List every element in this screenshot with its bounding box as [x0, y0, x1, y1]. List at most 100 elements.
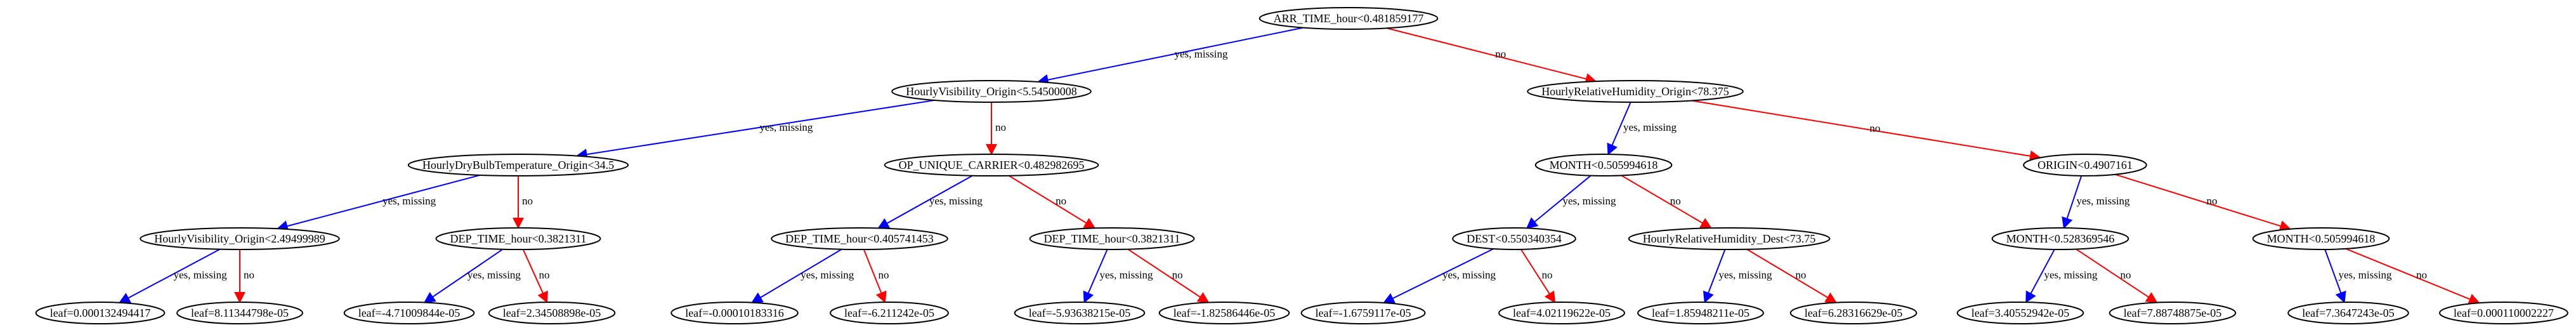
node-label: leaf=-5.93638215e-05 — [1029, 307, 1131, 319]
edge-arrow — [2025, 249, 2055, 303]
node-ellipse — [1956, 302, 2084, 324]
edge-label: yes, missing — [1623, 121, 1677, 133]
edge-arrow — [1083, 249, 1108, 303]
edge-label: yes, missing — [1718, 269, 1772, 281]
edge-arrow — [2062, 175, 2082, 229]
yes-edge: yes, missing — [276, 174, 480, 232]
leaf-node: leaf=3.40552942e-05 — [1956, 302, 2084, 324]
edge-arrow — [2076, 248, 2158, 303]
yes-edge: yes, missing — [1526, 175, 1616, 229]
node-ellipse — [2439, 302, 2568, 324]
node-ellipse — [670, 302, 799, 324]
edge-arrow — [2115, 173, 2292, 232]
edge-arrow — [1382, 248, 1494, 303]
node-label: DEP_TIME_hour<0.405741453 — [785, 232, 934, 245]
edge-label: no — [2416, 269, 2427, 281]
node-ellipse — [1029, 227, 1195, 250]
edge-arrow — [2345, 248, 2481, 305]
edge-label: yes, missing — [1442, 269, 1496, 281]
yes-edge: yes, missing — [1083, 249, 1153, 303]
no-edge: no — [2115, 173, 2292, 232]
edge-arrow — [423, 248, 504, 303]
node-ellipse — [1300, 302, 1426, 324]
leaf-node: leaf=-6.211242e-05 — [830, 302, 949, 324]
yes-edge: yes, missing — [1703, 249, 1772, 303]
edge-label: yes, missing — [174, 269, 228, 281]
edge-arrow — [1387, 27, 1597, 84]
edge-label: yes, missing — [1174, 48, 1228, 60]
node-label: MONTH<0.528369546 — [2006, 232, 2115, 245]
node-label: leaf=4.02119622e-05 — [1513, 307, 1611, 319]
node-label: leaf=1.85948211e-05 — [1652, 307, 1749, 319]
node-label: ORIGIN<0.4907161 — [2037, 159, 2133, 171]
yes-edge: yes, missing — [877, 175, 983, 229]
node-ellipse — [35, 302, 166, 324]
node-ellipse — [771, 227, 948, 250]
yes-edge: yes, missing — [118, 248, 228, 303]
no-edge: no — [863, 249, 889, 303]
edge-arrow — [1008, 175, 1096, 229]
edge-label: yes, missing — [1562, 195, 1616, 207]
split-node: DEP_TIME_hour<0.405741453 — [771, 227, 948, 250]
leaf-node: leaf=0.000132494417 — [35, 302, 166, 324]
node-label: leaf=-0.00010183316 — [685, 307, 784, 319]
split-node: DEP_TIME_hour<0.3821311 — [435, 227, 601, 250]
split-node: DEP_TIME_hour<0.3821311 — [1029, 227, 1195, 250]
node-ellipse — [2252, 227, 2390, 250]
edge-arrow — [1520, 249, 1556, 303]
leaf-node: leaf=-0.00010183316 — [670, 302, 799, 324]
yes-edge: yes, missing — [750, 248, 854, 303]
split-node: MONTH<0.505994618 — [1534, 154, 1673, 176]
no-edge: no — [234, 249, 254, 303]
node-label: leaf=6.28316629e-05 — [1805, 307, 1903, 319]
node-ellipse — [830, 302, 949, 324]
node-label: leaf=-4.71009844e-05 — [358, 307, 461, 319]
node-label: HourlyRelativeHumidity_Origin<78.375 — [1541, 85, 1729, 98]
edge-label: yes, missing — [2339, 269, 2393, 281]
edge-label: yes, missing — [1099, 269, 1153, 281]
leaf-node: leaf=6.28316629e-05 — [1789, 302, 1918, 324]
split-node: MONTH<0.505994618 — [2252, 227, 2390, 250]
leaf-node: leaf=-1.6759117e-05 — [1300, 302, 1426, 324]
node-label: leaf=2.34508898e-05 — [503, 307, 601, 319]
node-label: leaf=0.000110002227 — [2454, 307, 2554, 319]
leaf-node: leaf=1.85948211e-05 — [1637, 302, 1764, 324]
node-label: leaf=-1.6759117e-05 — [1316, 307, 1411, 319]
edge-arrow — [575, 99, 935, 161]
node-label: HourlyDryBulbTemperature_Origin<34.5 — [422, 159, 614, 171]
node-ellipse — [2109, 302, 2237, 324]
node-ellipse — [435, 227, 601, 250]
yes-edge: yes, missing — [2062, 175, 2130, 229]
node-ellipse — [1991, 227, 2129, 250]
node-ellipse — [1637, 302, 1764, 324]
nodes-layer: ARR_TIME_hour<0.481859177HourlyVisibilit… — [35, 7, 2568, 324]
yes-edge: yes, missing — [1607, 102, 1677, 156]
node-label: MONTH<0.505994618 — [2267, 232, 2376, 245]
split-node: ARR_TIME_hour<0.481859177 — [1259, 7, 1439, 30]
split-node: OP_UNIQUE_CARRIER<0.482982695 — [884, 154, 1099, 176]
edge-label: no — [1172, 269, 1183, 281]
edge-label: no — [1869, 122, 1880, 134]
no-edge: no — [1008, 175, 1096, 229]
leaf-node: leaf=-5.93638215e-05 — [1014, 302, 1146, 324]
edge-arrow — [1127, 248, 1210, 303]
edge-label: yes, missing — [929, 195, 983, 207]
node-ellipse — [343, 302, 475, 324]
node-ellipse — [1014, 302, 1146, 324]
edge-arrow — [877, 175, 973, 229]
node-ellipse — [176, 302, 303, 324]
no-edge: no — [1746, 248, 1838, 303]
node-label: DEP_TIME_hour<0.3821311 — [450, 232, 587, 245]
node-label: HourlyRelativeHumidity_Dest<73.75 — [1643, 232, 1816, 245]
no-edge: no — [2345, 248, 2481, 305]
node-label: leaf=-6.211242e-05 — [844, 307, 934, 319]
node-label: leaf=0.000132494417 — [50, 307, 151, 319]
leaf-node: leaf=-1.82586446e-05 — [1158, 302, 1290, 324]
node-ellipse — [1259, 7, 1439, 30]
node-ellipse — [140, 227, 340, 250]
edge-label: no — [2121, 269, 2131, 281]
edge-label: no — [2206, 195, 2217, 207]
leaf-node: leaf=7.3647243e-05 — [2287, 302, 2409, 324]
edge-arrow — [863, 249, 887, 303]
node-label: MONTH<0.505994618 — [1550, 159, 1658, 171]
